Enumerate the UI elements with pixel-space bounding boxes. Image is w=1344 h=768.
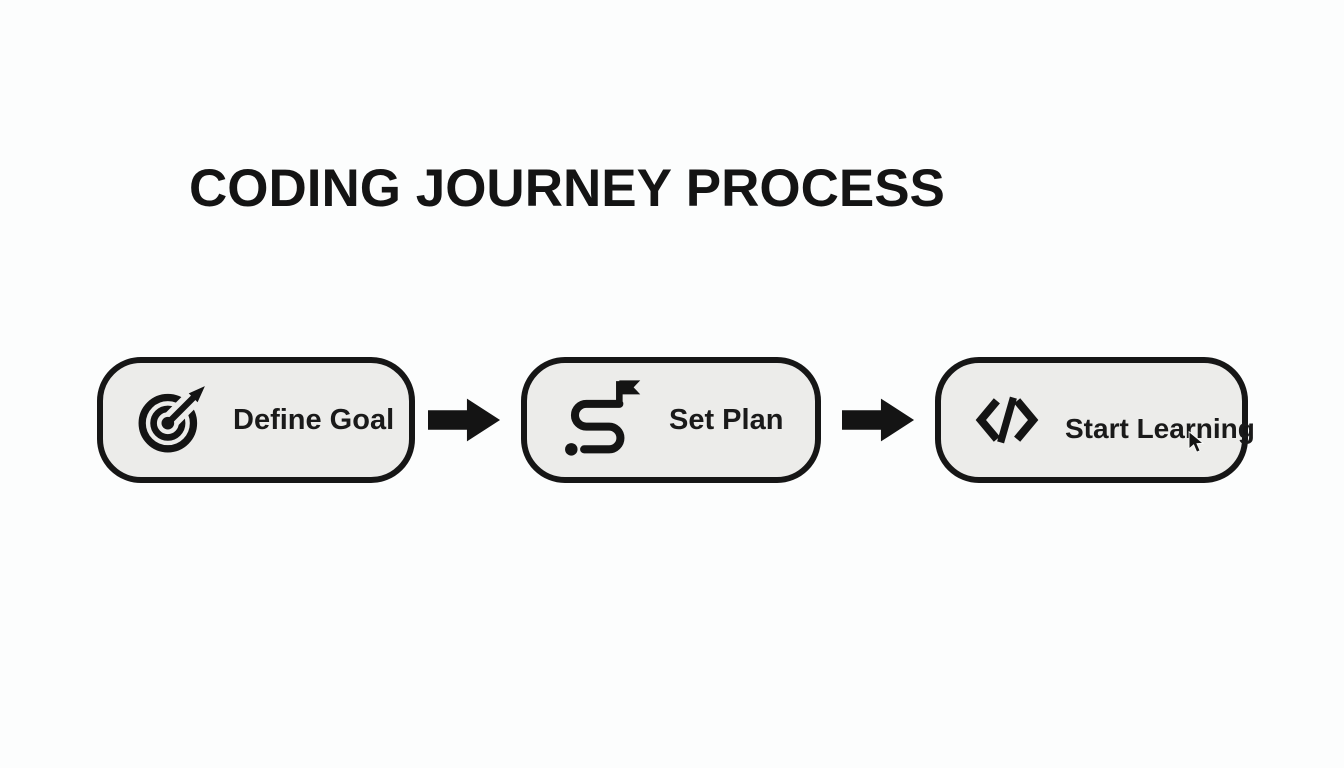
page-title: CODING JOURNEY PROCESS (189, 159, 945, 218)
code-icon (975, 396, 1039, 444)
route-flag-icon (565, 380, 641, 456)
arrow-right-icon (428, 398, 501, 442)
step-box-define-goal[interactable]: Define Goal (97, 357, 415, 483)
target-goal-icon (138, 385, 206, 453)
step-box-start-learning[interactable]: Start Learning (935, 357, 1255, 483)
step-label: Define Goal (233, 403, 395, 436)
arrow-right-icon (842, 398, 915, 442)
step-label: Start Learning (1065, 413, 1255, 444)
step-label: Set Plan (669, 403, 784, 436)
mouse-cursor-icon (1188, 431, 1205, 453)
step-box-set-plan[interactable]: Set Plan (521, 357, 821, 483)
